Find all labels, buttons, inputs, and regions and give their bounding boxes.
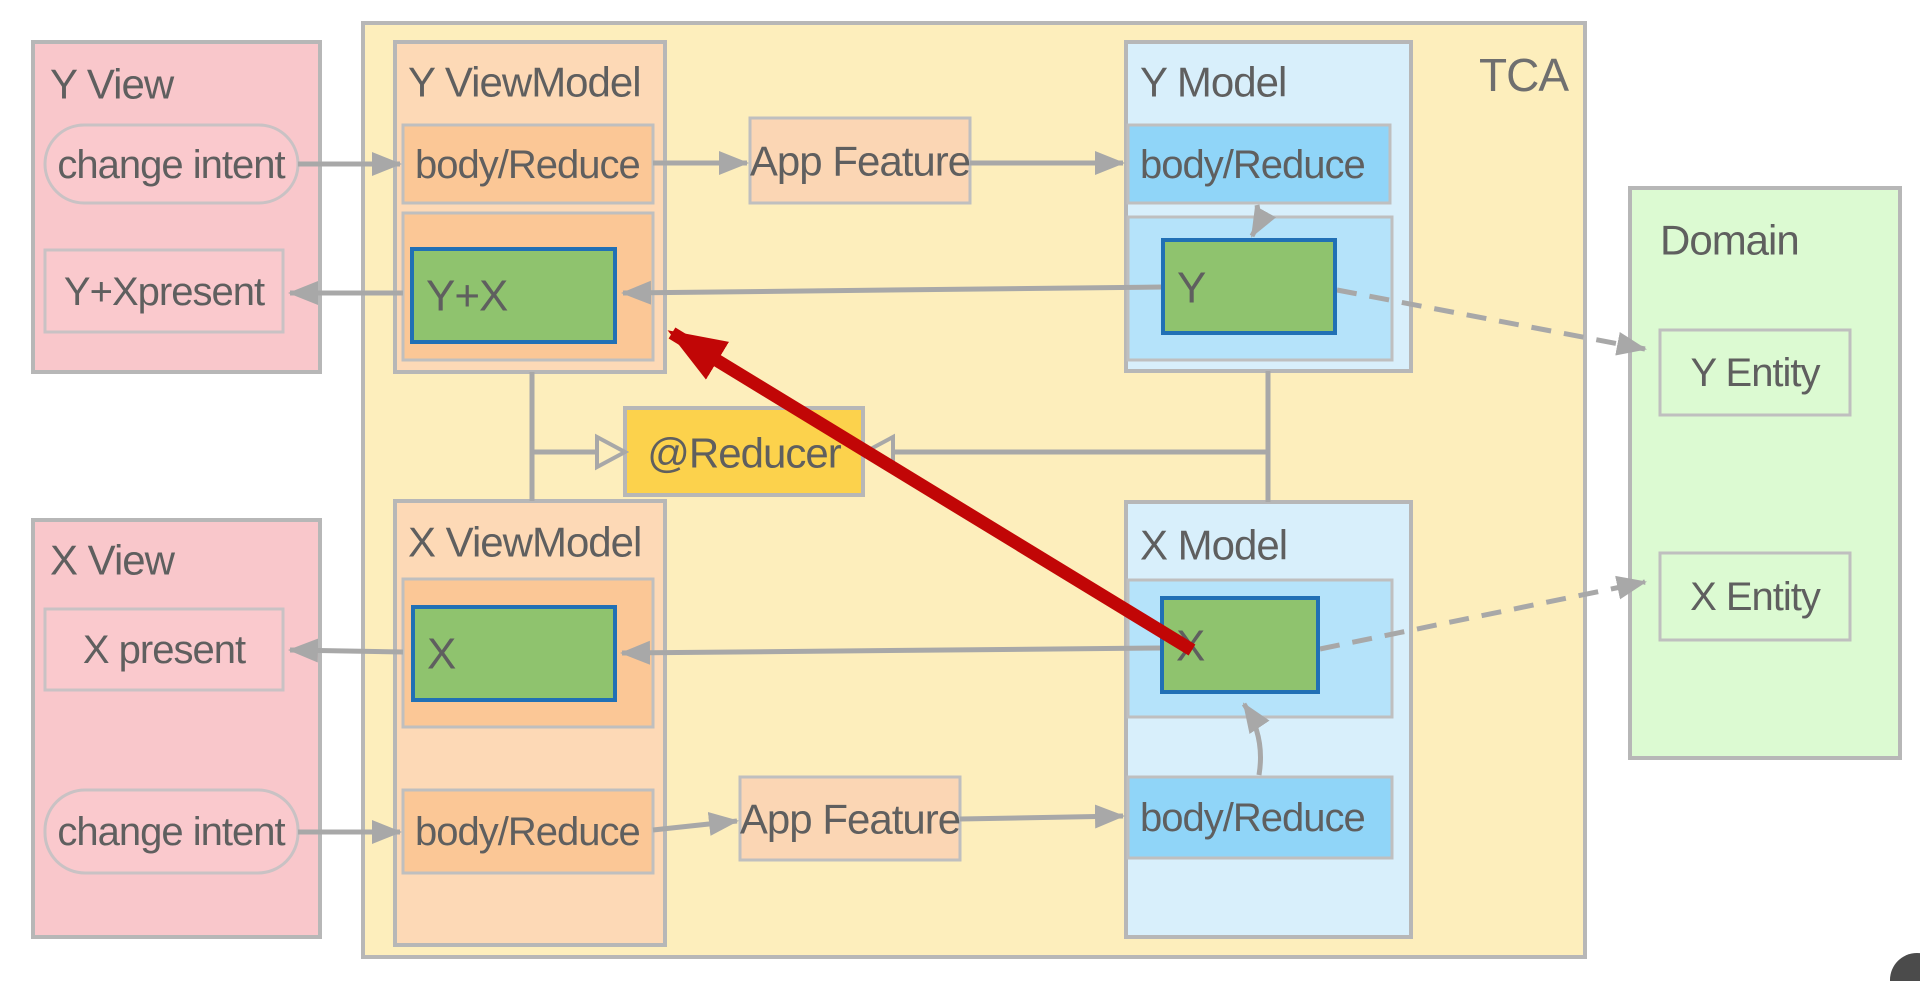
y-model-title: Y Model: [1140, 59, 1286, 106]
y-entity-label: Y Entity: [1690, 351, 1820, 395]
x-viewmodel-title: X ViewModel: [408, 519, 641, 566]
x-view-box: X View X present change intent: [31, 518, 322, 939]
x-present-label: X present: [83, 628, 246, 672]
app-feature-top-label: App Feature: [750, 138, 970, 185]
x-change-intent-label: change intent: [57, 810, 285, 854]
app-feature-bottom-box: App Feature: [738, 775, 962, 862]
x-viewmodel-box: X ViewModel body/Reduce: [393, 499, 667, 947]
y-viewmodel-title: Y ViewModel: [408, 59, 641, 106]
y-model-reduce-box: [1126, 123, 1392, 205]
x-viewmodel-reduce-label: body/Reduce: [415, 810, 640, 854]
corner-logo: [1890, 953, 1920, 981]
x-entity-label: X Entity: [1690, 575, 1821, 619]
y-viewmodel-reduce-label: body/Reduce: [415, 143, 640, 187]
xvm-state-label: X: [427, 630, 456, 679]
domain-title: Domain: [1660, 217, 1799, 264]
x-viewmodel-reduce-box: [401, 788, 655, 875]
arrow-xvm-to-appfeature: [652, 812, 739, 836]
x-model-box: X Model body/Reduce: [1124, 500, 1413, 939]
arrow-xmodel-reduce-to-state: [1241, 702, 1270, 776]
tca-label: TCA: [1479, 49, 1569, 101]
app-feature-bottom-label: App Feature: [740, 796, 960, 843]
xvm-state-box: [411, 605, 617, 702]
red-highlight-arrow: [667, 327, 1196, 656]
x-view-title: X View: [50, 537, 176, 584]
domain-box: Domain Y Entity X Entity: [1628, 186, 1902, 760]
x-model-title: X Model: [1140, 522, 1287, 569]
yx-state-label: Y+X: [426, 272, 508, 321]
arrow-ymodel-reduce-to-state: [1249, 204, 1277, 238]
arrow-ystate-to-yxstate: [621, 280, 1164, 305]
arrow-appfeature-to-xmodel: [959, 804, 1125, 829]
arrow-xvmstate-to-present: [288, 638, 404, 663]
y-present-label: Y+Xpresent: [64, 270, 265, 314]
app-feature-top-box: App Feature: [748, 116, 972, 205]
y-state-box: [1161, 238, 1337, 335]
y-view-box: Y View change intent Y+Xpresent: [31, 40, 322, 374]
y-view-title: Y View: [50, 61, 175, 108]
reducer-label: @Reducer: [647, 430, 841, 477]
x-model-reduce-label: body/Reduce: [1140, 796, 1365, 840]
hollow-arrowhead-left: [595, 433, 630, 471]
x-present-box: [43, 607, 285, 692]
y-state-label: Y: [1177, 264, 1206, 313]
y-present-box: [43, 248, 285, 334]
y-change-intent-label: change intent: [57, 143, 285, 187]
arrow-xstate-to-xvmstate: [620, 640, 1163, 665]
dashed-arrow-y-to-entity: [1336, 287, 1647, 356]
x-model-reduce-box: [1126, 775, 1394, 860]
dashed-arrow-x-to-entity: [1319, 575, 1647, 652]
yx-state-box: [410, 247, 617, 344]
y-entity-box: [1658, 328, 1852, 417]
y-model-reduce-label: body/Reduce: [1140, 143, 1365, 187]
y-viewmodel-reduce-box: [401, 123, 655, 205]
x-entity-box: [1658, 551, 1852, 642]
